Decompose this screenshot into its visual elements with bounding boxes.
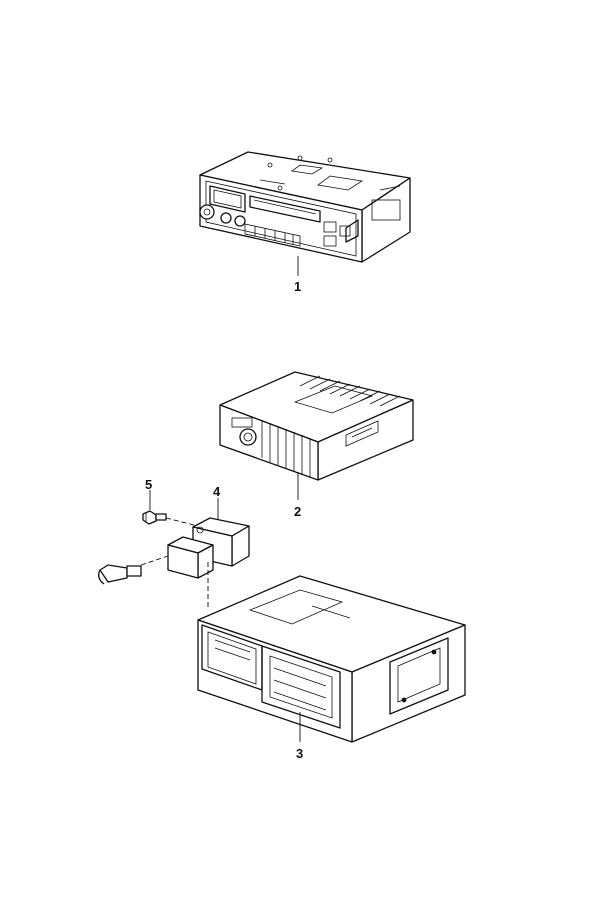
- callout-5: 5: [145, 477, 152, 492]
- radio-head-unit: 1: [199, 151, 411, 294]
- mounting-bracket: 4: [98, 484, 250, 585]
- screw: 5: [142, 477, 199, 527]
- cd-changer: 3: [197, 575, 466, 761]
- callout-2: 2: [294, 504, 301, 519]
- callout-4: 4: [213, 484, 221, 499]
- callout-1: 1: [294, 279, 301, 294]
- amplifier: 2: [219, 371, 414, 519]
- callout-3: 3: [296, 746, 303, 761]
